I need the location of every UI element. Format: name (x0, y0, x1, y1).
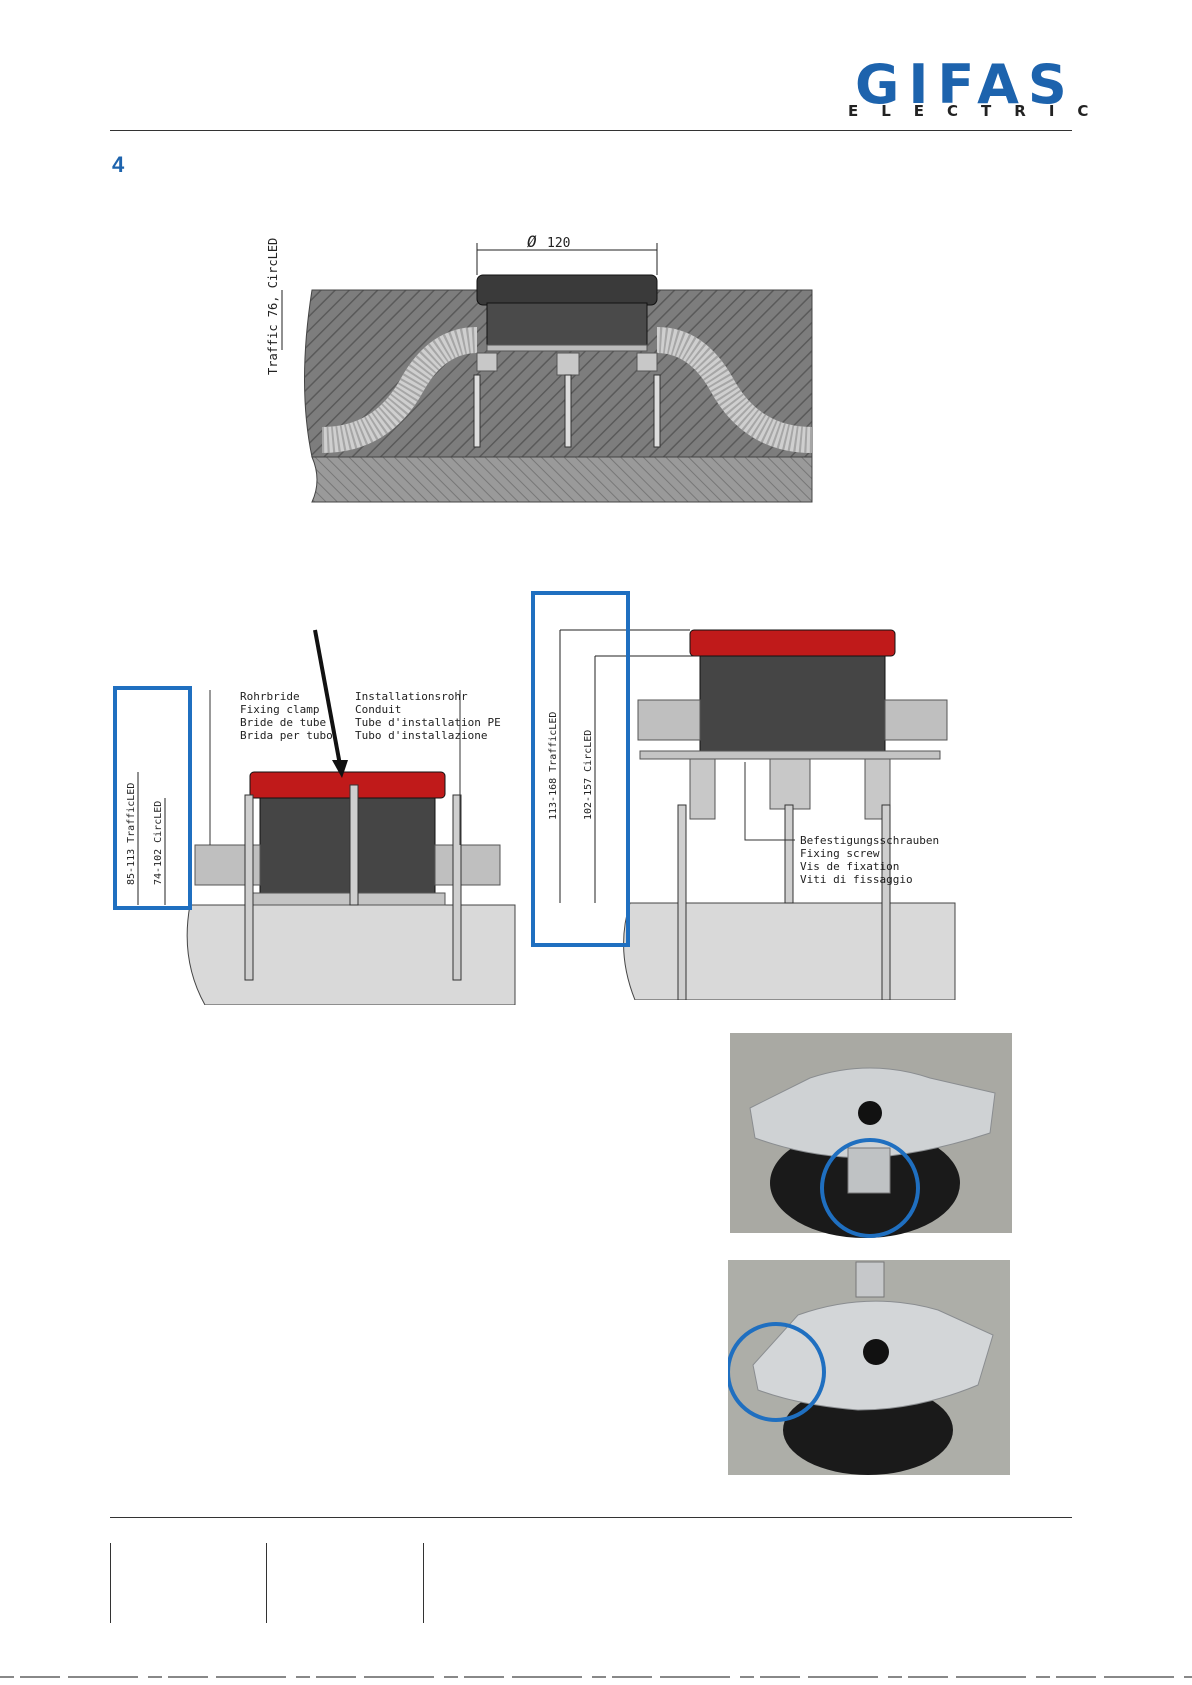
dim-traffic-right: 113-168 TrafficLED (548, 712, 559, 820)
bracket-highlight-circle-2 (728, 1322, 826, 1422)
mounting-plate-photo-top (730, 1033, 1012, 1238)
conduit-label-de: Installationsrohr (355, 690, 468, 703)
diameter-label: 120 (547, 236, 570, 251)
dimension-highlight-box (113, 686, 192, 910)
company-logo-subtitle: ELECTRIC (848, 102, 1112, 120)
section-number: 4 (112, 152, 125, 177)
clamp-label-de: Rohrbride (240, 690, 300, 703)
conduit-label-it: Tubo d'installazione (355, 729, 487, 742)
footer-divider (266, 1543, 267, 1623)
header-rule (110, 130, 1072, 131)
conduit-label-fr: Tube d'installation PE (355, 716, 501, 729)
conduit-label-en: Conduit (355, 703, 401, 716)
footer-rule (110, 1517, 1072, 1518)
screw-label-fr: Vis de fixation (800, 860, 899, 873)
footer-divider (110, 1543, 111, 1623)
dim-traffic-left: 85-113 TrafficLED (126, 783, 137, 885)
installation-cross-section-drawing: Ø 120 Traffic 76, CircLED 65 (266, 235, 813, 503)
svg-text:Ø: Ø (527, 235, 537, 251)
screw-label-en: Fixing screw (800, 847, 880, 860)
screw-label-it: Viti di fissaggio (800, 873, 913, 886)
depth-label: Traffic 76, CircLED 65 (266, 235, 280, 375)
clamp-label-it: Brida per tubo (240, 729, 333, 742)
flush-mount-detail-drawing: Rohrbride Fixing clamp Bride de tube Bri… (113, 629, 516, 1005)
dimension-highlight-box-right (531, 591, 630, 947)
raised-mount-detail-drawing: Befestigungsschrauben Fixing screw Vis d… (531, 591, 956, 1000)
screw-label-de: Befestigungsschrauben (800, 834, 939, 847)
mounting-plate-photo-bottom (728, 1260, 1010, 1475)
clamp-label-en: Fixing clamp (240, 703, 319, 716)
company-logo: GIFAS (855, 53, 1076, 116)
bracket-highlight-circle (820, 1138, 920, 1238)
footer-divider (423, 1543, 424, 1623)
dim-circ-right: 102-157 CircLED (583, 730, 594, 820)
dim-circ-left: 74-102 CircLED (153, 801, 164, 885)
clamp-label-fr: Bride de tube (240, 716, 326, 729)
scan-artifact-strip (0, 1676, 1192, 1678)
